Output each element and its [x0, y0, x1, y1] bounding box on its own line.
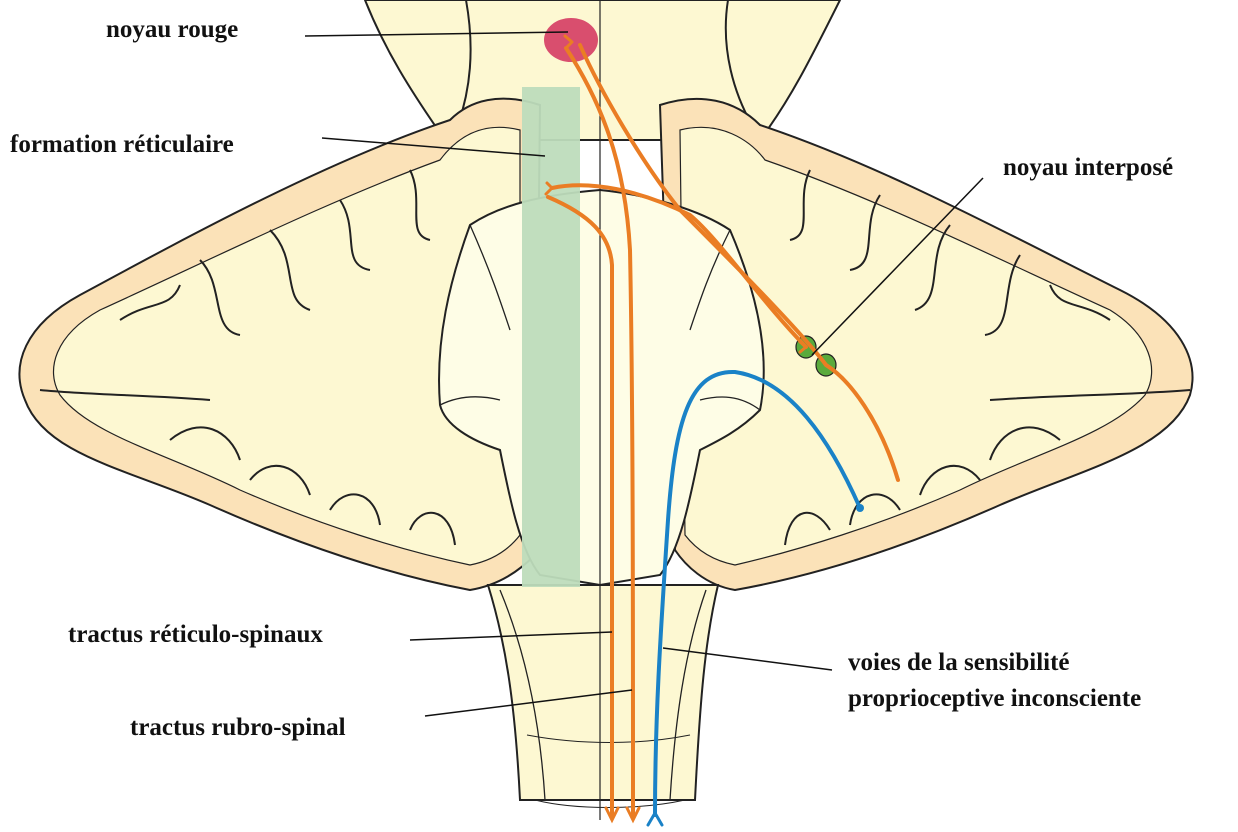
- label-reticulospinal-tract: tractus réticulo-spinaux: [68, 619, 323, 651]
- label-red-nucleus: noyau rouge: [106, 14, 238, 46]
- proprioceptive-terminal: [856, 504, 864, 512]
- label-rubrospinal-tract: tractus rubro-spinal: [130, 712, 346, 744]
- label-proprioceptive-line2: proprioceptive inconsciente: [848, 683, 1141, 715]
- label-reticular-formation: formation réticulaire: [10, 129, 234, 161]
- reticular-formation-area: [522, 87, 580, 587]
- medulla: [488, 585, 718, 800]
- label-proprioceptive-line1: voies de la sensibilité: [848, 647, 1070, 679]
- label-interposed-nucleus: noyau interposé: [1003, 152, 1173, 184]
